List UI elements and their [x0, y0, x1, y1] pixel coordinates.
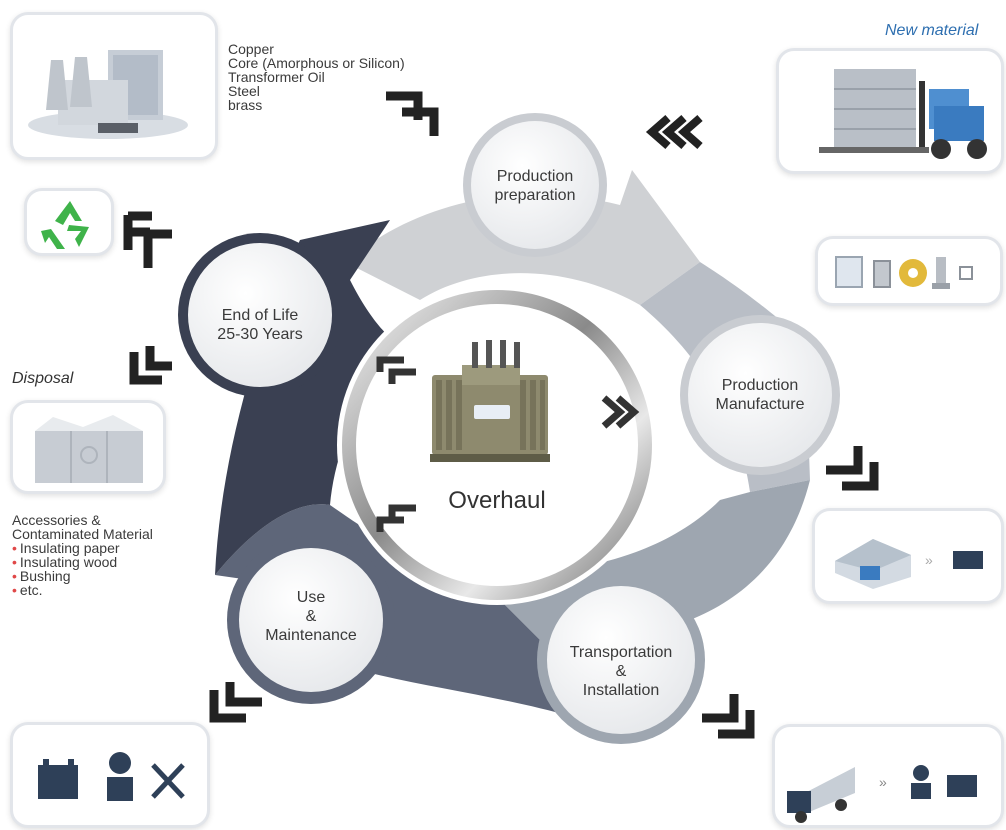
material-item: Steel [228, 83, 260, 99]
stage-label-line: & [305, 608, 317, 625]
material-item: Transformer Oil [228, 69, 325, 85]
stage-label-line: Maintenance [265, 627, 357, 644]
material-item: Core (Amorphous or Silicon) [228, 55, 405, 71]
stage-transportation-installation: Transportation & Installation [548, 643, 694, 700]
components-card [815, 236, 1003, 306]
disposal-list: Accessories & Contaminated Material Insu… [12, 513, 153, 597]
components-icon [835, 256, 973, 289]
stage-production-preparation: Production preparation [470, 167, 600, 205]
warehouse-card: » [812, 508, 1004, 604]
factory-card [10, 12, 218, 160]
recycle-icon [41, 201, 89, 249]
stage-label-line: End of Life [221, 307, 299, 324]
svg-text:»: » [879, 774, 887, 790]
stage-end-of-life: End of Life 25-30 Years [195, 306, 325, 344]
segment-end-of-life [215, 220, 405, 575]
material-item: Copper [228, 41, 274, 57]
stage-label-line: 25-30 Years [217, 326, 303, 343]
disposal-heading: Contaminated Material [12, 526, 153, 542]
forklift-icon [819, 69, 987, 159]
stage-label-line: & [615, 663, 627, 680]
new-material-label: New material [885, 22, 979, 39]
stage-label-line: Use [296, 589, 326, 606]
disposal-item: Insulating wood [12, 555, 153, 569]
material-item: brass [228, 97, 263, 113]
stage-label-line: Transportation [569, 644, 673, 661]
battery-worker-tools-icon [38, 752, 185, 801]
disposal-item: Insulating paper [12, 541, 153, 555]
svg-text:»: » [925, 552, 933, 568]
factory-icon [28, 50, 188, 139]
materials-list: Copper Core (Amorphous or Silicon) Trans… [228, 42, 405, 112]
disposal-label: Disposal [12, 370, 74, 387]
stage-label-line: Production [496, 168, 574, 185]
truck-card: » [772, 724, 1004, 828]
transformer-icon [430, 340, 550, 462]
stage-label-line: Manufacture [715, 396, 805, 413]
stage-production-manufacture: Production Manufacture [695, 376, 825, 414]
disposal-item: Bushing [12, 569, 153, 583]
warehouse-battery-icon: » [835, 539, 983, 589]
recycle-card [24, 188, 114, 256]
disposal-heading: Accessories & [12, 512, 101, 528]
disposal-bins-icon [35, 415, 143, 483]
stage-use-maintenance: Use & Maintenance [246, 588, 376, 645]
stage-label-line: Production [721, 377, 799, 394]
maintenance-card [10, 722, 210, 828]
overhaul-label: Overhaul [448, 487, 546, 514]
bins-card [10, 400, 166, 494]
stage-label-line: Installation [582, 682, 660, 699]
disposal-item: etc. [12, 583, 153, 597]
stage-label-line: preparation [494, 187, 576, 204]
truck-worker-battery-icon: » [787, 765, 977, 823]
forklift-card [776, 48, 1004, 174]
